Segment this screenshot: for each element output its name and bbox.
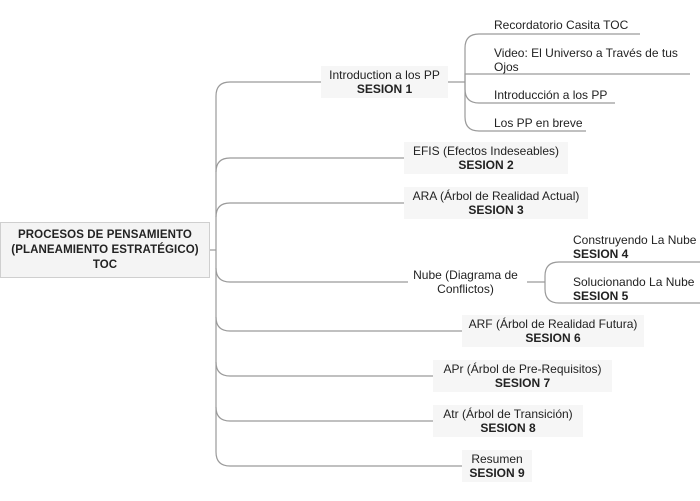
node-session-7[interactable]: APr (Árbol de Pre-Requisitos) SESION 7 xyxy=(433,360,612,392)
node-session: SESION 8 xyxy=(480,421,536,435)
node-session: SESION 3 xyxy=(468,203,524,217)
connector-nube-a xyxy=(544,261,700,282)
leaf-title: Introducción a los PP xyxy=(494,88,608,102)
root-node[interactable]: PROCESOS DE PENSAMIENTO (PLANEAMIENTO ES… xyxy=(0,222,210,278)
leaf-solucionando[interactable]: Solucionando La Nube SESION 5 xyxy=(573,275,700,303)
node-session-6[interactable]: ARF (Árbol de Realidad Futura) SESION 6 xyxy=(462,315,644,347)
connector-branch-2 xyxy=(215,157,408,173)
leaf-pp-en-breve[interactable]: Los PP en breve xyxy=(494,116,594,130)
root-line-3: TOC xyxy=(92,258,118,271)
node-title: EFIS (Efectos Indeseables) xyxy=(412,144,560,158)
leaf-title: Solucionando La Nube xyxy=(573,275,695,289)
node-session: SESION 2 xyxy=(458,158,514,172)
leaf-session: SESION 4 xyxy=(573,247,629,261)
node-session-1[interactable]: Introduction a los PP SESION 1 xyxy=(321,66,448,98)
node-session-8[interactable]: Atr (Árbol de Transición) SESION 8 xyxy=(433,405,583,437)
connector-branch-6 xyxy=(215,316,466,332)
node-session: SESION 7 xyxy=(494,376,551,390)
connector-s1-a xyxy=(464,33,640,82)
node-nube[interactable]: Nube (Diagrama de Conflictos) xyxy=(404,266,527,298)
connector-branch-4 xyxy=(215,267,408,283)
leaf-introduccion[interactable]: Introducción a los PP xyxy=(494,88,624,102)
node-title: ARF (Árbol de Realidad Futura) xyxy=(468,317,638,331)
connector-branch-3 xyxy=(215,202,408,218)
connector-s1-d xyxy=(464,82,586,132)
node-title: Resumen xyxy=(471,452,523,466)
node-session: SESION 6 xyxy=(525,331,581,345)
node-session-2[interactable]: EFIS (Efectos Indeseables) SESION 2 xyxy=(404,142,568,174)
root-line-2: (PLANEAMIENTO ESTRATÉGICO) xyxy=(11,243,199,256)
node-session-9[interactable]: Resumen SESION 9 xyxy=(462,450,532,482)
connector-trunk-bottom xyxy=(215,250,470,467)
leaf-video[interactable]: Video: El Universo a Través de tus Ojos xyxy=(494,46,694,74)
node-title: Introduction a los PP xyxy=(329,68,440,82)
leaf-session: SESION 5 xyxy=(573,289,629,303)
node-title: APr (Árbol de Pre-Requisitos) xyxy=(443,362,602,376)
connector-nube-b xyxy=(544,282,700,304)
leaf-title: Recordatorio Casita TOC xyxy=(494,18,629,32)
leaf-title: Video: El Universo a Través de tus Ojos xyxy=(494,46,678,74)
node-session-3[interactable]: ARA (Árbol de Realidad Actual) SESION 3 xyxy=(404,187,588,219)
node-title: Atr (Árbol de Transición) xyxy=(443,407,573,421)
node-session: SESION 9 xyxy=(469,466,525,480)
connector-s1-b xyxy=(464,73,690,82)
leaf-recordatorio[interactable]: Recordatorio Casita TOC xyxy=(494,18,654,32)
node-title: Nube (Diagrama de Conflictos) xyxy=(413,268,518,296)
leaf-title: Los PP en breve xyxy=(494,116,583,130)
node-title: ARA (Árbol de Realidad Actual) xyxy=(412,189,580,203)
connector-trunk xyxy=(215,81,325,250)
connector-branch-7 xyxy=(215,361,437,377)
leaf-construyendo[interactable]: Construyendo La Nube SESION 4 xyxy=(573,233,700,261)
leaf-title: Construyendo La Nube xyxy=(573,233,697,247)
connector-branch-8 xyxy=(215,406,437,422)
node-session: SESION 1 xyxy=(356,82,413,96)
root-line-1: PROCESOS DE PENSAMIENTO xyxy=(18,228,192,241)
